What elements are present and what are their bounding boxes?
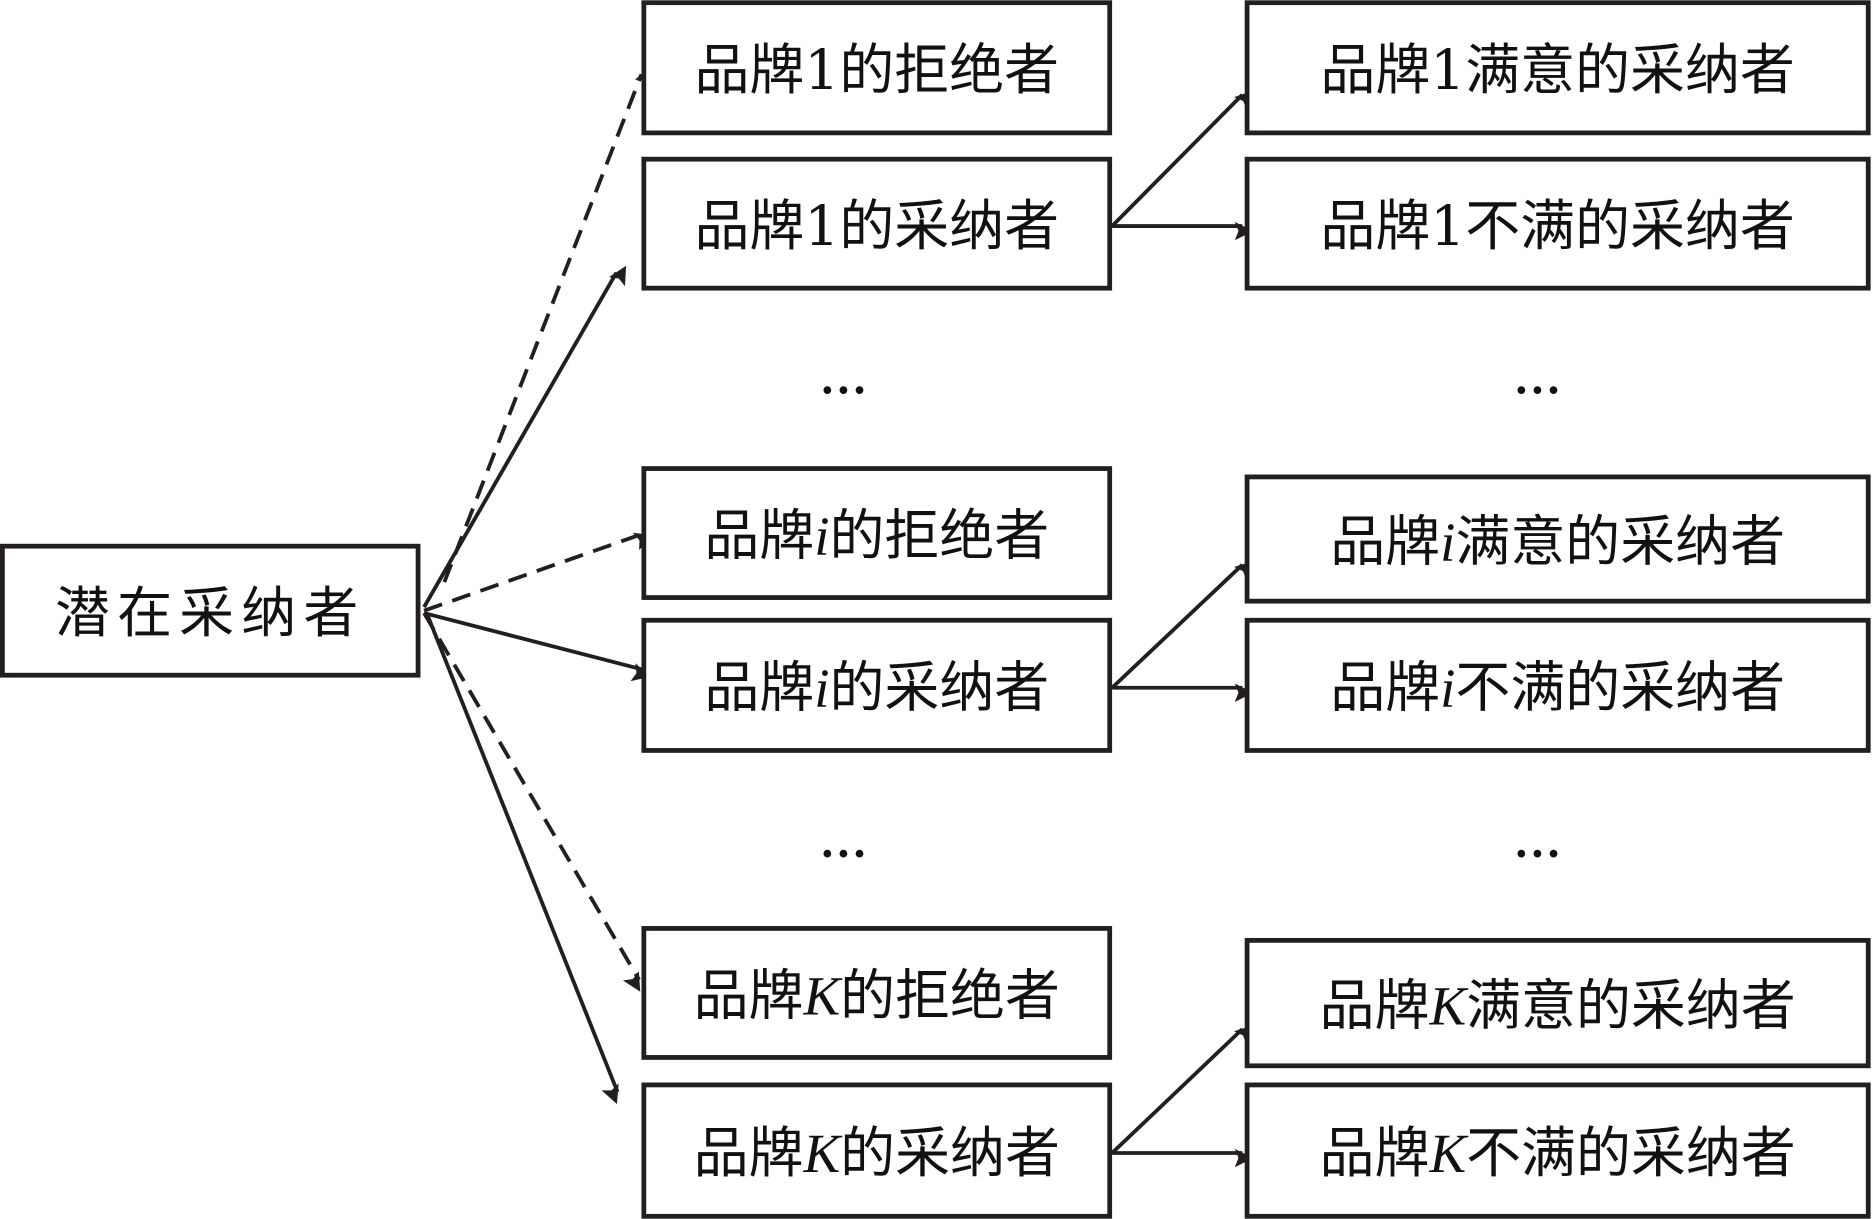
node-potential: 潜在采纳者	[0, 543, 421, 678]
node-label: 品牌K的拒绝者	[694, 963, 1060, 1027]
edge-potential-to-b1-reject	[442, 66, 652, 583]
label-suffix: 不满的采纳者	[1455, 656, 1785, 720]
label-variable: i	[814, 505, 829, 566]
label-suffix: 的采纳者	[829, 656, 1049, 720]
node-box	[641, 156, 1113, 291]
node-b1-adopt: 品牌1的采纳者	[641, 156, 1113, 291]
label-variable: 1	[1430, 194, 1465, 258]
label-prefix: 品牌	[1320, 38, 1430, 102]
label-prefix: 品牌	[694, 194, 804, 258]
node-b1-unsatisfied: 品牌1不满的采纳者	[1244, 156, 1871, 291]
label-variable: 1	[804, 38, 839, 102]
edge-potential-to-bK-adopt	[425, 614, 620, 1105]
edge-potential-to-bi-adopt	[423, 611, 651, 682]
label-suffix: 的拒绝者	[829, 503, 1049, 567]
node-box	[0, 543, 421, 678]
node-label: 品牌i的拒绝者	[704, 503, 1049, 567]
label-prefix: 品牌	[1330, 656, 1440, 720]
edge-potential-to-bK-reject	[422, 612, 641, 992]
edges	[422, 66, 1254, 1168]
label-prefix: 品牌	[704, 503, 814, 567]
node-label: 品牌1的采纳者	[694, 194, 1059, 258]
label-prefix: 品牌	[1320, 973, 1430, 1037]
label-variable: 1	[804, 194, 839, 258]
node-label: 品牌K的采纳者	[694, 1121, 1060, 1185]
node-label: 品牌K满意的采纳者	[1320, 973, 1796, 1037]
node-box	[1244, 1082, 1871, 1219]
label-variable: i	[1440, 657, 1455, 718]
edge-bK-adopt-to-bK-satisfied	[1110, 1025, 1254, 1155]
ellipses: … … … …	[819, 351, 1561, 867]
node-label: 品牌i的采纳者	[704, 656, 1049, 720]
edge-b1-adopt-to-b1-satisfied	[1110, 90, 1254, 228]
edge-potential-to-b1-adopt	[422, 265, 627, 609]
node-bK-satisfied: 品牌K满意的采纳者	[1244, 937, 1871, 1069]
node-box	[1244, 617, 1871, 753]
edge-bi-adopt-to-bi-satisfied	[1110, 561, 1254, 690]
node-label: 品牌i满意的采纳者	[1330, 509, 1785, 573]
label-prefix: 品牌	[694, 1121, 804, 1185]
label-variable: i	[1440, 511, 1455, 572]
label-variable: i	[814, 657, 829, 718]
label-prefix: 品牌	[694, 38, 804, 102]
node-bi-adopt: 品牌i的采纳者	[641, 617, 1113, 753]
label-variable: K	[1428, 975, 1468, 1036]
node-bi-reject: 品牌i的拒绝者	[641, 466, 1113, 600]
node-box	[1244, 156, 1871, 291]
node-box	[641, 0, 1113, 136]
node-box	[641, 617, 1113, 753]
label-variable: 1	[1430, 38, 1465, 102]
node-label: 品牌i不满的采纳者	[1330, 656, 1785, 720]
label-suffix: 满意的采纳者	[1455, 509, 1785, 573]
node-label: 品牌1满意的采纳者	[1320, 38, 1794, 102]
label-suffix: 满意的采纳者	[1466, 973, 1796, 1037]
ellipsis-marker: …	[819, 815, 867, 868]
node-bK-unsatisfied: 品牌K不满的采纳者	[1244, 1082, 1871, 1219]
node-box	[641, 466, 1113, 600]
node-box	[1244, 0, 1871, 136]
node-bK-adopt: 品牌K的采纳者	[641, 1082, 1113, 1219]
node-box	[1244, 474, 1871, 604]
label-variable: K	[803, 965, 843, 1026]
label-variable: K	[803, 1123, 843, 1184]
label-prefix: 品牌	[1330, 509, 1440, 573]
node-bi-satisfied: 品牌i满意的采纳者	[1244, 474, 1871, 604]
node-label: 品牌K不满的采纳者	[1320, 1121, 1796, 1185]
label-prefix: 品牌	[1320, 194, 1430, 258]
node-bK-reject: 品牌K的拒绝者	[641, 926, 1113, 1060]
label-prefix: 品牌	[704, 656, 814, 720]
ellipsis-marker: …	[1513, 815, 1561, 868]
label-suffix: 的采纳者	[839, 194, 1059, 258]
node-label: 潜在采纳者	[55, 581, 366, 645]
node-bi-unsatisfied: 品牌i不满的采纳者	[1244, 617, 1871, 753]
ellipsis-marker: …	[819, 351, 867, 404]
node-b1-satisfied: 品牌1满意的采纳者	[1244, 0, 1871, 136]
node-box	[1244, 937, 1871, 1069]
label-prefix: 品牌	[694, 963, 804, 1027]
label-suffix: 不满的采纳者	[1466, 1121, 1796, 1185]
node-box	[641, 926, 1113, 1060]
label-suffix: 的拒绝者	[839, 38, 1059, 102]
label-variable: K	[1428, 1123, 1468, 1184]
label-suffix: 的拒绝者	[840, 963, 1060, 1027]
label-suffix: 的采纳者	[840, 1121, 1060, 1185]
label-suffix: 不满的采纳者	[1465, 194, 1795, 258]
ellipsis-marker: …	[1513, 351, 1561, 404]
label-suffix: 满意的采纳者	[1465, 38, 1795, 102]
node-b1-reject: 品牌1的拒绝者	[641, 0, 1113, 136]
label-prefix: 品牌	[1320, 1121, 1430, 1185]
node-label: 品牌1不满的采纳者	[1320, 194, 1794, 258]
node-label: 品牌1的拒绝者	[694, 38, 1059, 102]
edge-potential-to-bi-reject	[423, 532, 654, 613]
node-box	[641, 1082, 1113, 1219]
